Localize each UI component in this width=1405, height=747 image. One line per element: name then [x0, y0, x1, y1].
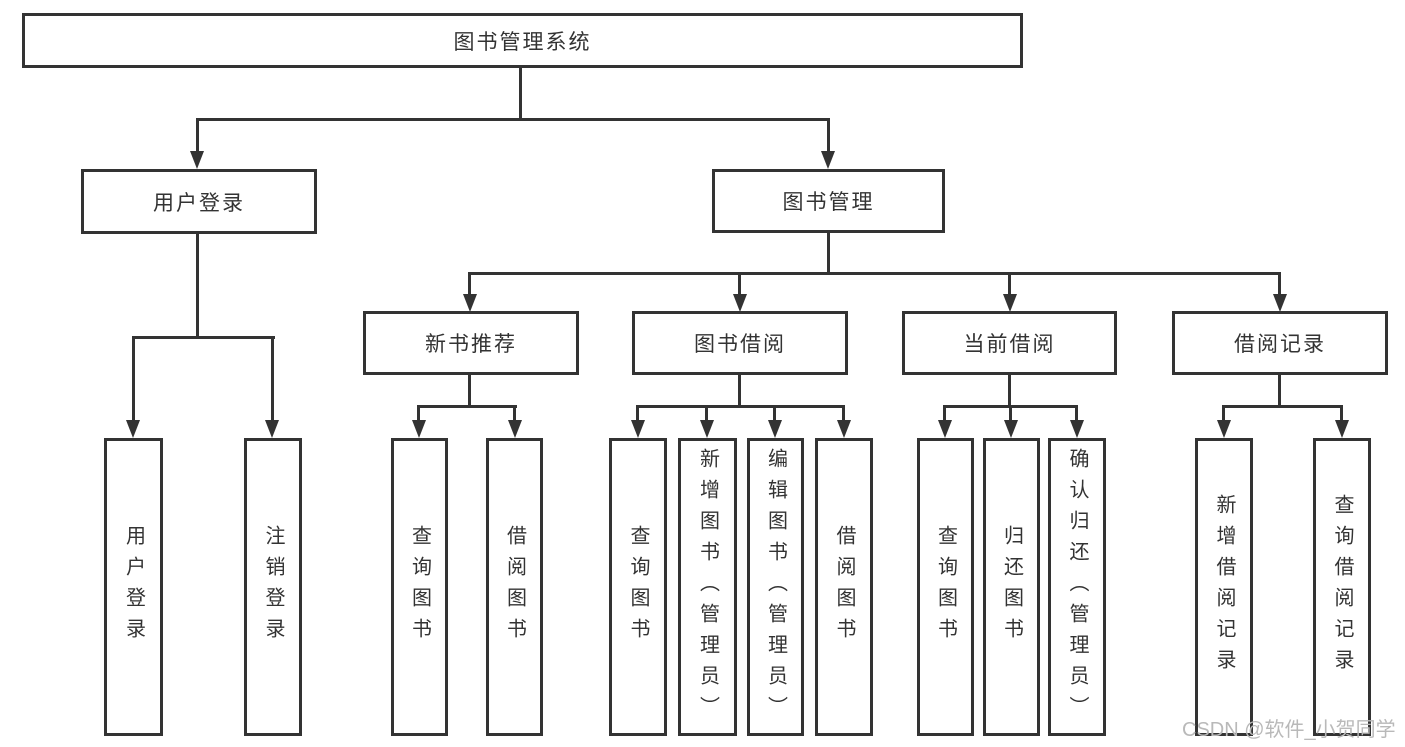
leaf-br-add-record-label: 新增借阅记录 [1213, 494, 1235, 680]
arrow-down-icon [1003, 294, 1017, 312]
arrow-down-icon [265, 420, 279, 438]
connector-vline [827, 118, 830, 154]
leaf-user-login: 用户登录 [104, 438, 163, 736]
leaf-logout: 注销登录 [244, 438, 302, 736]
connector-vline [943, 405, 946, 422]
leaf-bb-add-book-label: 新增图书（管理员） [696, 447, 719, 727]
leaf-br-add-record: 新增借阅记录 [1195, 438, 1253, 736]
connector-hline [468, 272, 1281, 275]
leaf-bb-borrow-book: 借阅图书 [815, 438, 873, 736]
node-borrow-records: 借阅记录 [1172, 311, 1388, 375]
node-book-mgmt-label: 图书管理 [782, 191, 875, 214]
connector-hline [417, 405, 517, 408]
connector-vline [738, 375, 741, 408]
connector-hline [196, 118, 830, 121]
connector-vline [705, 405, 708, 422]
arrow-down-icon [733, 294, 747, 312]
arrow-down-icon [1335, 420, 1349, 438]
connector-vline [513, 405, 516, 422]
arrow-down-icon [190, 151, 204, 169]
leaf-nbr-borrow-book: 借阅图书 [486, 438, 543, 736]
arrow-down-icon [463, 294, 477, 312]
connector-hline [132, 336, 275, 339]
arrow-down-icon [768, 420, 782, 438]
connector-vline [132, 336, 135, 422]
arrow-down-icon [938, 420, 952, 438]
leaf-cb-query-book: 查询图书 [917, 438, 974, 736]
node-new-book-rec: 新书推荐 [363, 311, 579, 375]
leaf-bb-query-book-label: 查询图书 [627, 525, 649, 649]
leaf-br-query-record-label: 查询借阅记录 [1331, 494, 1353, 680]
arrow-down-icon [1217, 420, 1231, 438]
arrow-down-icon [412, 420, 426, 438]
connector-vline [1278, 272, 1281, 296]
connector-vline [417, 405, 420, 422]
node-new-book-rec-label: 新书推荐 [425, 333, 517, 356]
leaf-nbr-query-book: 查询图书 [391, 438, 448, 736]
leaf-user-login-label: 用户登录 [122, 525, 145, 649]
connector-hline [1222, 405, 1343, 408]
arrow-down-icon [1004, 420, 1018, 438]
node-root: 图书管理系统 [22, 13, 1023, 68]
arrow-down-icon [700, 420, 714, 438]
node-current-borrow-label: 当前借阅 [963, 333, 1056, 356]
node-user-login-label: 用户登录 [153, 191, 245, 215]
arrow-down-icon [1273, 294, 1287, 312]
leaf-cb-query-book-label: 查询图书 [934, 525, 957, 649]
node-book-mgmt: 图书管理 [712, 169, 945, 233]
arrow-down-icon [631, 420, 645, 438]
node-book-borrow: 图书借阅 [632, 311, 848, 375]
connector-vline [519, 68, 522, 121]
connector-vline [1009, 405, 1012, 422]
leaf-nbr-borrow-book-label: 借阅图书 [503, 525, 526, 649]
leaf-br-query-record: 查询借阅记录 [1313, 438, 1371, 736]
leaf-cb-return-book: 归还图书 [983, 438, 1040, 736]
connector-hline [636, 405, 845, 408]
connector-vline [1278, 375, 1281, 408]
arrow-down-icon [1070, 420, 1084, 438]
leaf-bb-borrow-book-label: 借阅图书 [833, 525, 855, 649]
watermark: CSDN @软件_小贺同学 [1182, 719, 1396, 741]
node-current-borrow: 当前借阅 [902, 311, 1117, 375]
leaf-bb-add-book: 新增图书（管理员） [678, 438, 737, 736]
arrow-down-icon [837, 420, 851, 438]
connector-vline [827, 233, 830, 275]
leaf-cb-return-book-label: 归还图书 [1000, 525, 1023, 649]
connector-vline [468, 272, 471, 296]
connector-vline [196, 234, 199, 339]
leaf-logout-label: 注销登录 [262, 525, 284, 649]
node-root-label: 图书管理系统 [453, 30, 592, 54]
connector-vline [636, 405, 639, 422]
connector-vline [1075, 405, 1078, 422]
node-book-borrow-label: 图书借阅 [694, 333, 786, 356]
connector-vline [738, 272, 741, 296]
leaf-bb-query-book: 查询图书 [609, 438, 667, 736]
connector-vline [196, 118, 199, 154]
node-borrow-records-label: 借阅记录 [1234, 333, 1326, 356]
leaf-cb-confirm-return-label: 确认归还（管理员） [1066, 447, 1088, 727]
arrow-down-icon [508, 420, 522, 438]
leaf-nbr-query-book-label: 查询图书 [408, 525, 431, 649]
arrow-down-icon [821, 151, 835, 169]
connector-vline [773, 405, 776, 422]
node-user-login: 用户登录 [81, 169, 317, 234]
connector-vline [1008, 272, 1011, 296]
leaf-cb-confirm-return: 确认归还（管理员） [1048, 438, 1106, 736]
connector-vline [468, 375, 471, 408]
connector-vline [1008, 375, 1011, 408]
connector-vline [271, 336, 274, 422]
arrow-down-icon [126, 420, 140, 438]
connector-vline [1340, 405, 1343, 422]
leaf-bb-edit-book-label: 编辑图书（管理员） [764, 447, 787, 727]
leaf-bb-edit-book: 编辑图书（管理员） [747, 438, 804, 736]
connector-vline [842, 405, 845, 422]
connector-vline [1222, 405, 1225, 422]
